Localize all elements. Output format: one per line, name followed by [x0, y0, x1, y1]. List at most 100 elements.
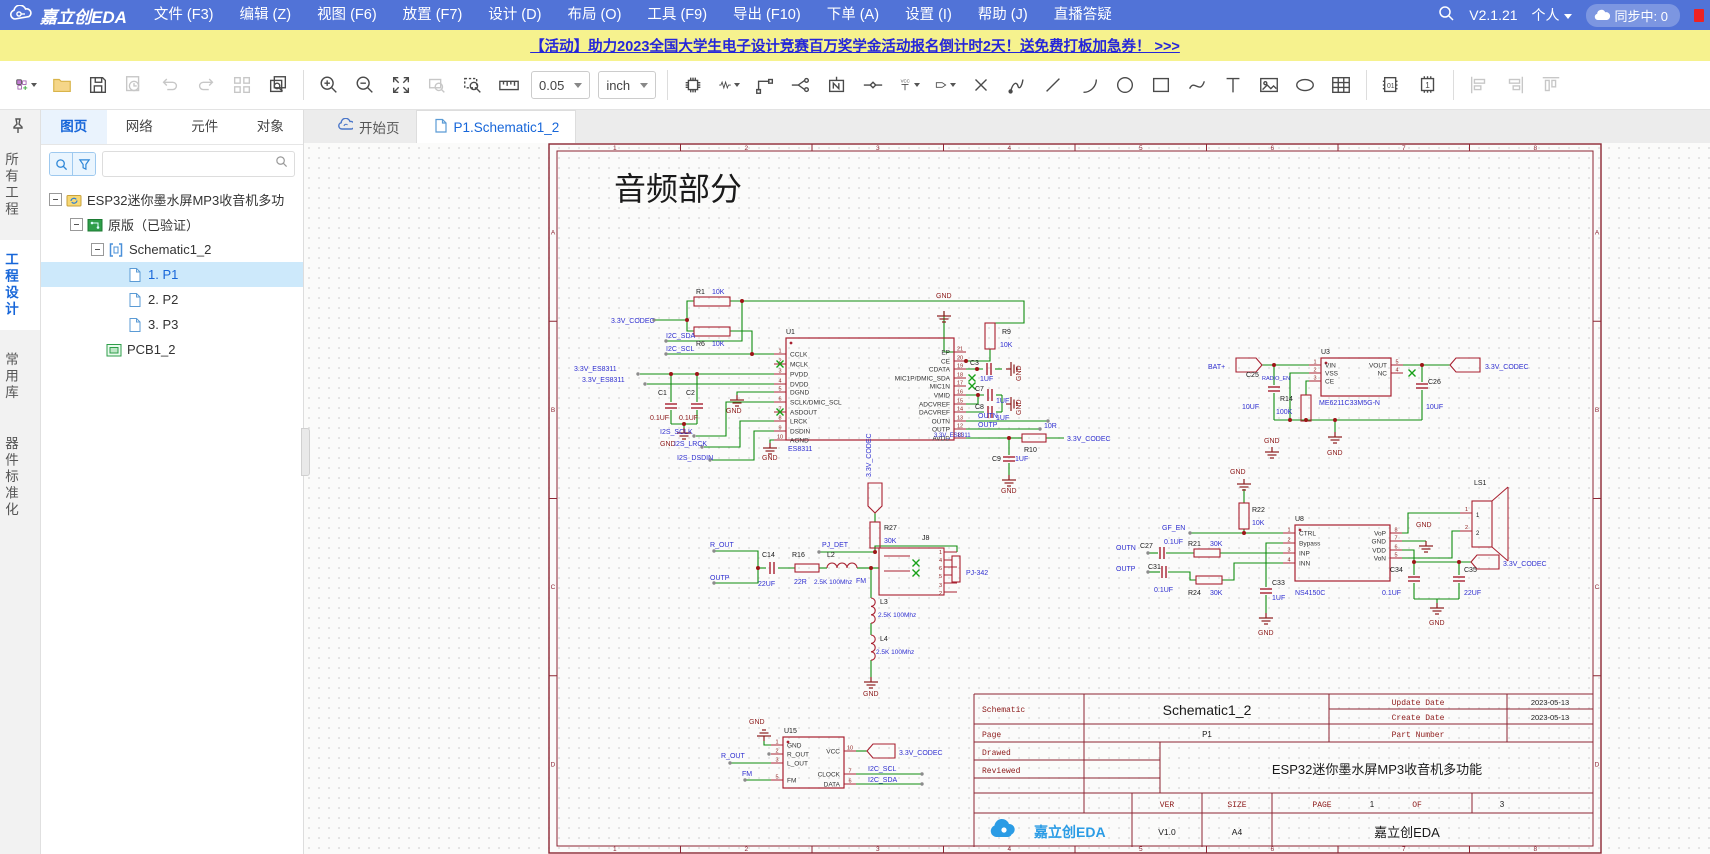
grid-size-select[interactable]: 0.05	[531, 71, 591, 99]
tool-text[interactable]	[1216, 68, 1250, 102]
svg-text:7: 7	[848, 769, 851, 775]
user-menu[interactable]: 个人	[1532, 5, 1572, 25]
tool-netlab[interactable]	[820, 68, 854, 102]
schematic-icon	[108, 242, 124, 258]
activity-tab-3[interactable]: 器件标准化	[3, 435, 18, 519]
tool-new[interactable]	[9, 68, 43, 102]
tool-annot2[interactable]: 1	[1411, 68, 1445, 102]
tool-save[interactable]	[81, 68, 115, 102]
tree-search-input[interactable]	[109, 156, 275, 172]
search-mode-icon[interactable]	[50, 153, 72, 175]
sync-status[interactable]: 同步中: 0	[1585, 3, 1680, 27]
menu-item-11[interactable]: 直播答疑	[1053, 7, 1112, 23]
filter-icon[interactable]	[72, 153, 95, 175]
tool-circle[interactable]	[1108, 68, 1142, 102]
menu-item-4[interactable]: 设计 (D)	[488, 7, 542, 23]
tool-findcmp[interactable]	[261, 68, 295, 102]
tree-collapse-icon[interactable]	[70, 218, 83, 231]
tree-item-1-p1[interactable]: 1. P1	[41, 262, 303, 287]
svg-text:6: 6	[1394, 545, 1397, 551]
tree-item-2-p2[interactable]: 2. P2	[41, 287, 303, 312]
tool-res[interactable]	[712, 68, 746, 102]
input-search-icon[interactable]	[275, 155, 288, 173]
promo-link[interactable]: 【活动】助力2023全国大学生电子设计竞赛百万奖学金活动报名倒计时2天！送免费打…	[530, 39, 1180, 55]
tool-nc[interactable]	[964, 68, 998, 102]
tool-vcc[interactable]: VCC	[892, 68, 926, 102]
tree-item-pcb1_2[interactable]: PCB1_2	[41, 337, 303, 362]
tool-ellipse[interactable]	[1288, 68, 1322, 102]
tree-collapse-icon[interactable]	[91, 243, 104, 256]
svg-text:7: 7	[1402, 145, 1406, 152]
svg-text:R27: R27	[884, 525, 897, 532]
svg-text:GND: GND	[1016, 365, 1023, 381]
tool-zin[interactable]	[312, 68, 346, 102]
menu-item-5[interactable]: 布局 (O)	[567, 7, 622, 23]
tool-zout[interactable]	[348, 68, 382, 102]
tool-table[interactable]	[1324, 68, 1358, 102]
svg-text:GND: GND	[762, 455, 778, 462]
menu-item-9[interactable]: 设置 (I)	[905, 7, 952, 23]
activity-tab-0[interactable]: 所有工程	[3, 152, 18, 218]
tool-ruler[interactable]	[492, 68, 526, 102]
tool-draw[interactable]	[1000, 68, 1034, 102]
tool-fit[interactable]	[384, 68, 418, 102]
activity-tab-2[interactable]: 常用库	[3, 352, 18, 402]
tool-line[interactable]	[1036, 68, 1070, 102]
tool-annot1[interactable]: 01	[1375, 68, 1409, 102]
activity-tab-1[interactable]: 工程设计	[0, 240, 40, 330]
panel-search-row	[41, 145, 303, 183]
doc-tab-0[interactable]: 开始页	[322, 111, 416, 143]
svg-text:R6: R6	[696, 341, 705, 348]
svg-text:2: 2	[939, 591, 942, 597]
tool-rect[interactable]	[1144, 68, 1178, 102]
tool-wire[interactable]	[748, 68, 782, 102]
panel-tab-2[interactable]: 元件	[191, 119, 219, 134]
svg-text:8: 8	[778, 416, 781, 422]
svg-text:C1: C1	[658, 390, 667, 397]
flag-icon[interactable]	[1694, 8, 1704, 22]
tree-item-3-p3[interactable]: 3. P3	[41, 312, 303, 337]
menu-item-1[interactable]: 编辑 (Z)	[239, 7, 292, 23]
app-logo[interactable]: 嘉立创EDA	[0, 3, 141, 28]
tool-folder[interactable]	[45, 68, 79, 102]
unit-select[interactable]: inch	[598, 71, 657, 99]
tool-alignl	[1462, 68, 1496, 102]
tree-collapse-icon[interactable]	[49, 193, 62, 206]
tool-boxsel[interactable]	[456, 68, 490, 102]
menu-item-10[interactable]: 帮助 (J)	[977, 7, 1028, 23]
tool-chip[interactable]	[676, 68, 710, 102]
pin-icon[interactable]	[11, 118, 25, 139]
menu-item-3[interactable]: 放置 (F7)	[402, 7, 463, 23]
doc-tab-1[interactable]: P1.Schematic1_2	[415, 110, 577, 143]
tree-item-schematic1_2[interactable]: Schematic1_2	[41, 237, 303, 262]
svg-text:4: 4	[1007, 846, 1011, 853]
menu-item-8[interactable]: 下单 (A)	[826, 7, 880, 23]
panel-tab-0[interactable]: 图页	[41, 110, 107, 144]
panel-tab-3[interactable]: 对象	[256, 119, 284, 134]
tree-item-esp32-mp3-[interactable]: ESP32迷你墨水屏MP3收音机多功	[41, 187, 303, 212]
tool-arc[interactable]	[1072, 68, 1106, 102]
search-icon[interactable]	[1438, 5, 1455, 25]
svg-text:30K: 30K	[1210, 541, 1223, 548]
tree-item--[interactable]: 原版（已验证）	[41, 212, 303, 237]
menu-item-7[interactable]: 导出 (F10)	[733, 7, 801, 23]
panel-tab-1[interactable]: 网络	[125, 119, 153, 134]
tool-bus[interactable]	[784, 68, 818, 102]
tool-netport[interactable]	[928, 68, 962, 102]
panel-splitter-handle[interactable]	[301, 428, 310, 476]
ground-symbols	[677, 311, 1444, 741]
titleblock-logo: 嘉立创EDA	[990, 819, 1106, 840]
menu-item-0[interactable]: 文件 (F3)	[153, 7, 214, 23]
svg-text:1: 1	[939, 550, 942, 556]
tool-image[interactable]	[1252, 68, 1286, 102]
tool-flag[interactable]	[856, 68, 890, 102]
menu-item-6[interactable]: 工具 (F9)	[647, 7, 708, 23]
menu-item-2[interactable]: 视图 (F6)	[317, 7, 377, 23]
svg-text:R24: R24	[1188, 590, 1201, 597]
tool-bezier[interactable]	[1180, 68, 1214, 102]
tree-item-label: 2. P2	[148, 292, 179, 307]
svg-text:13: 13	[957, 416, 963, 422]
svg-text:R_OUT: R_OUT	[721, 753, 745, 760]
